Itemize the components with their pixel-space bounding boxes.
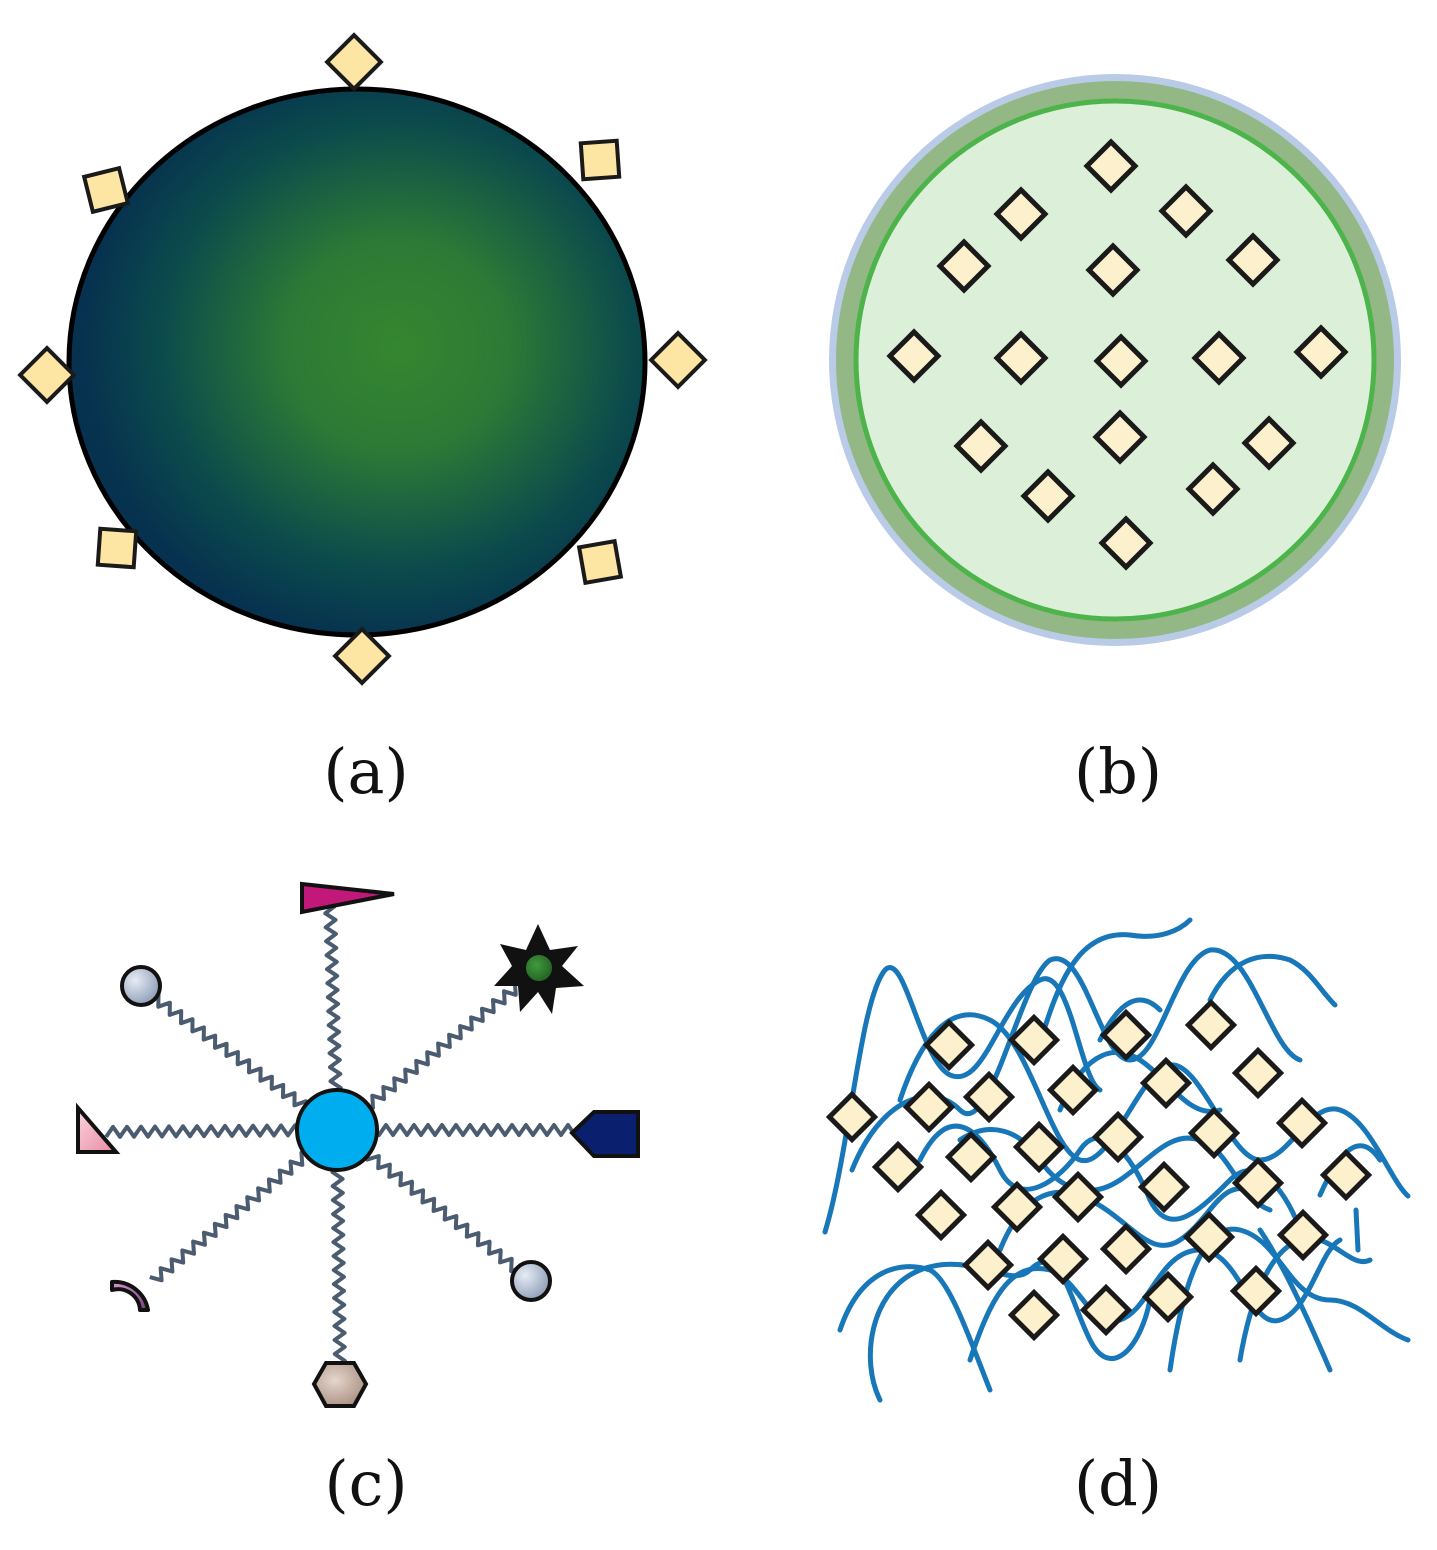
marker-diamond (1093, 333, 1149, 389)
marker-diamond (1231, 1046, 1285, 1100)
triangle-icon (76, 1102, 121, 1154)
marker-diamond (1085, 242, 1141, 298)
surface-marker (81, 165, 131, 215)
marker-diamond (1293, 324, 1349, 380)
marker-diamond (953, 418, 1009, 474)
marker-diamond (1079, 1283, 1133, 1337)
panel-c: (c) (76, 881, 640, 1520)
marker-diamond (1225, 232, 1281, 288)
sphere-icon (510, 1260, 552, 1302)
marker-diamond (1185, 461, 1241, 517)
surface-marker (324, 32, 384, 92)
marker-diamond (1319, 1148, 1373, 1202)
marker-diamond (1229, 1264, 1283, 1318)
surface-marker (95, 526, 139, 570)
pentagon-tag-icon (569, 1110, 640, 1158)
marker-diamond (1051, 1170, 1105, 1224)
surface-marker (578, 138, 622, 182)
marker-diamond (990, 1180, 1044, 1234)
marker-diamond (1092, 409, 1148, 465)
marker-diamond (1091, 1110, 1145, 1164)
embedded-markers (825, 998, 1373, 1342)
surface-marker (332, 626, 392, 686)
marker-diamond (944, 1130, 998, 1184)
marker-diamond (1012, 1120, 1066, 1174)
panel-label-b: (b) (1074, 735, 1162, 808)
marker-diamond (936, 238, 992, 294)
star-icon (494, 924, 584, 1014)
panel-label-c: (c) (324, 1447, 407, 1520)
surface-marker (17, 345, 77, 405)
crescent-icon (110, 1279, 150, 1312)
encapsulated-markers (886, 138, 1349, 571)
marker-diamond (922, 1018, 976, 1072)
marker-diamond (1141, 1270, 1195, 1324)
sphere-icon (120, 965, 162, 1007)
marker-diamond (1139, 1056, 1193, 1110)
marker-diamond (902, 1080, 956, 1134)
marker-diamond (914, 1188, 968, 1242)
marker-diamond (1276, 1208, 1330, 1262)
marker-diamond (961, 1238, 1015, 1292)
nanoparticle-core (66, 86, 648, 638)
panel-label-a: (a) (323, 735, 408, 808)
marker-diamond (1158, 183, 1214, 239)
panel-label-d: (d) (1074, 1447, 1162, 1520)
hub-core (295, 1088, 379, 1172)
surface-marker (576, 538, 624, 586)
marker-diamond (1182, 1210, 1236, 1264)
marker-diamond (1187, 1106, 1241, 1160)
marker-diamond (993, 186, 1049, 242)
marker-diamond (1007, 1288, 1061, 1342)
marker-diamond (1231, 1156, 1285, 1210)
marker-diamond (993, 330, 1049, 386)
marker-diamond (1137, 1160, 1191, 1214)
marker-diamond (1099, 1222, 1153, 1276)
panel-d: (d) (822, 917, 1411, 1520)
marker-diamond (1020, 468, 1076, 524)
marker-diamond (1046, 1063, 1100, 1117)
hexagon-icon (311, 1361, 369, 1408)
marker-diamond (871, 1140, 925, 1194)
marker-diamond (1036, 1232, 1090, 1286)
marker-diamond (1241, 415, 1297, 471)
marker-diamond (1275, 1096, 1329, 1150)
marker-diamond (1191, 330, 1247, 386)
panel-a: (a) (17, 32, 708, 808)
marker-diamond (825, 1090, 879, 1144)
surface-marker (648, 330, 708, 390)
marker-diamond (1083, 138, 1139, 194)
marker-diamond (886, 328, 942, 384)
marker-diamond (1007, 1013, 1061, 1067)
marker-diamond (962, 1070, 1016, 1124)
flag-icon (300, 881, 395, 915)
marker-diamond (1184, 998, 1238, 1052)
marker-diamond (1099, 1008, 1153, 1062)
panel-b: (b) (829, 74, 1401, 808)
marker-diamond (1098, 515, 1154, 571)
